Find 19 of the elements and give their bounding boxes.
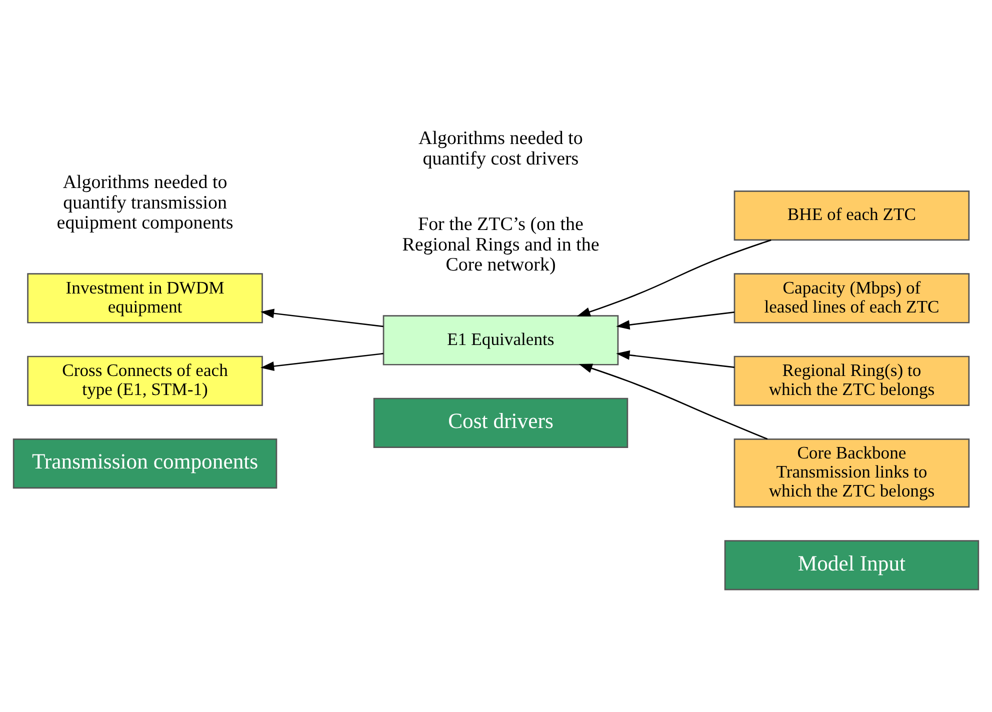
node-box: Transmission components <box>12 438 278 488</box>
node-box: Core Backbone Transmission links to which the ZTC belongs <box>734 438 970 508</box>
arrow <box>616 350 734 368</box>
node-box: E1 Equivalents <box>382 314 619 365</box>
arrow <box>260 308 384 327</box>
arrow <box>616 311 734 330</box>
label: Algorithms needed to quantify transmission equipment components <box>56 172 234 234</box>
node-box: Investment in DWDM equipment <box>27 272 263 323</box>
arrow <box>576 238 772 316</box>
node-box: Capacity (Mbps) of leased lines of each ZTC <box>734 272 970 323</box>
node-box: Cross Connects of each type (E1, STM-1) <box>27 355 263 406</box>
arrow <box>260 352 384 370</box>
label: Algorithms needed to quantify cost drivers <box>418 128 583 169</box>
node-box: Regional Ring(s) to which the ZTC belongs <box>734 355 970 406</box>
node-box: Cost drivers <box>373 397 628 448</box>
arrow <box>578 363 768 440</box>
node-box: BHE of each ZTC <box>734 190 970 240</box>
node-box: Model Input <box>724 540 980 590</box>
label: For the ZTC’s (on the Regional Rings and in the Core network) <box>402 214 600 276</box>
